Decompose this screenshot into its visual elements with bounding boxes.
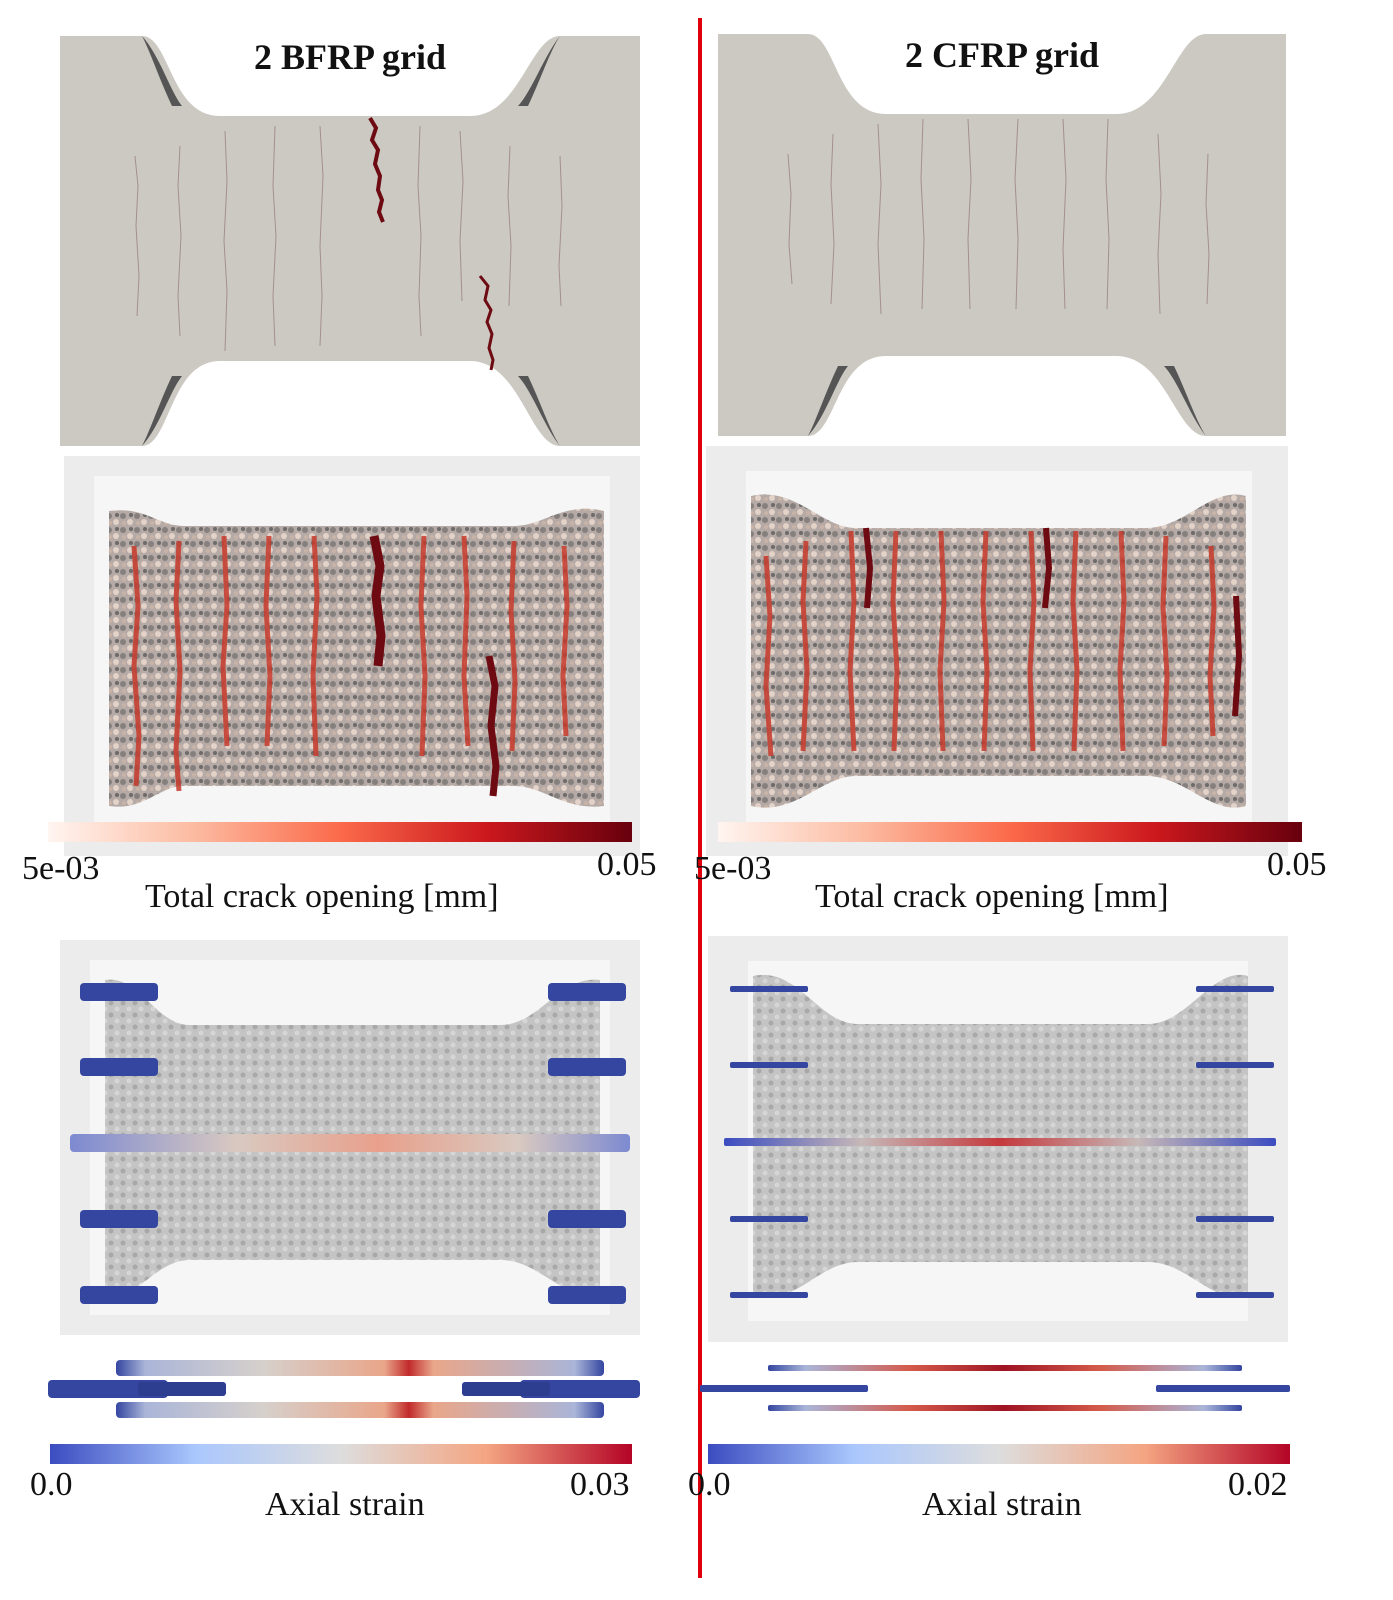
right-crack-max-label: 0.05: [1267, 846, 1327, 883]
right-strain-min-label: 0.0: [688, 1466, 731, 1503]
left-title: 2 BFRP grid: [253, 37, 446, 77]
left-crack-scale-title: Total crack opening [mm]: [145, 878, 499, 915]
left-rebar-strain-view: [48, 1356, 640, 1426]
right-strain-scale-title: Axial strain: [922, 1486, 1082, 1523]
right-crack-scale-title: Total crack opening [mm]: [815, 878, 1169, 915]
right-strain-view: [708, 936, 1288, 1342]
panel-divider: [698, 18, 702, 1578]
right-crack-mesoscale-view: [706, 446, 1288, 856]
right-strain-colorbar: [708, 1444, 1290, 1464]
secondary-crack: [478, 275, 495, 371]
left-specimen-view: 2 BFRP grid: [60, 36, 640, 446]
right-title: 2 CFRP grid: [905, 35, 1099, 75]
left-strain-colorbar: [50, 1444, 632, 1464]
main-crack: [368, 116, 385, 223]
right-crack-min-label: 5e-03: [694, 850, 772, 887]
left-strain-max-label: 0.03: [570, 1466, 630, 1503]
left-strain-scale-title: Axial strain: [265, 1486, 425, 1523]
right-strain-max-label: 0.02: [1228, 1466, 1288, 1503]
right-rebar-strain-view: [700, 1360, 1290, 1420]
left-strain-min-label: 0.0: [30, 1466, 73, 1503]
right-crack-colorbar: [718, 822, 1302, 842]
left-crack-mesoscale-view: [64, 456, 640, 856]
left-crack-min-label: 5e-03: [22, 850, 100, 887]
specimen-body: [60, 36, 640, 446]
left-crack-max-label: 0.05: [597, 846, 657, 883]
left-strain-view: [60, 940, 640, 1340]
right-specimen-view: 2 CFRP grid: [718, 34, 1286, 436]
left-crack-colorbar: [48, 822, 632, 842]
